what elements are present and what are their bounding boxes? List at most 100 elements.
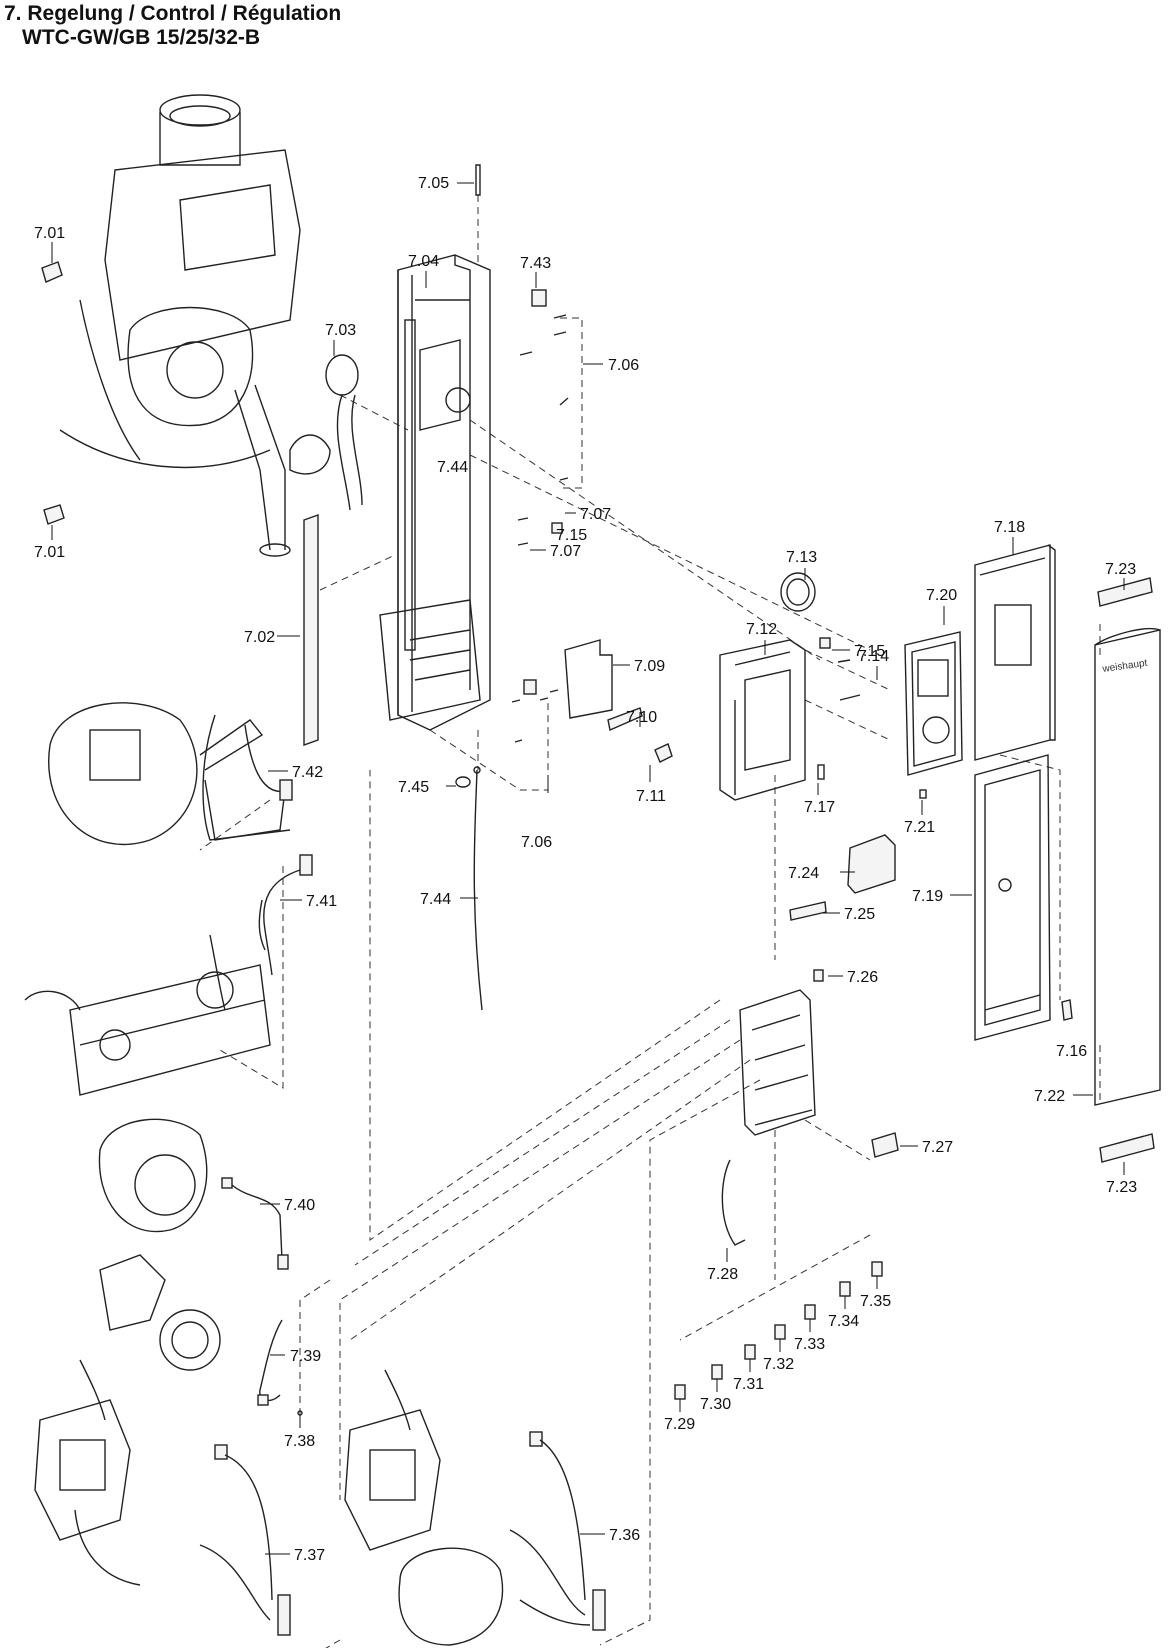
cable-drawing-7-28 (721, 1159, 746, 1246)
pump-drawing (99, 1254, 221, 1371)
plug-drawing-7-25 (789, 901, 827, 921)
label-7-36: 7.36 (609, 1527, 640, 1544)
relay-drawing-7-24 (847, 834, 896, 894)
label-7-41: 7.41 (306, 893, 337, 910)
label-7-17: 7.17 (804, 799, 835, 816)
fan-drawing (98, 1118, 208, 1233)
label-7-01a: 7.01 (34, 225, 65, 242)
label-7-09: 7.09 (634, 658, 665, 675)
assembly-dashed-lines (199, 195, 1101, 1648)
brand-logo: weishaupt (1101, 658, 1148, 675)
end-cap-drawing-7-23a (1097, 577, 1153, 607)
connector-drawing-7-15 (551, 522, 563, 534)
label-7-34: 7.34 (828, 1313, 859, 1330)
label-7-35: 7.35 (860, 1293, 891, 1310)
burner-assembly-drawing (59, 94, 331, 557)
screws-drawing-7-06 (511, 314, 569, 743)
side-panel-drawing-7-22: weishaupt (1094, 628, 1161, 1106)
display-drawing-7-20 (904, 631, 963, 776)
label-7-15a: 7.15 (556, 527, 587, 544)
cable-drawing-7-39 (257, 1319, 283, 1406)
connector-drawing-7-11 (654, 743, 673, 763)
label-7-30: 7.30 (700, 1396, 731, 1413)
label-7-03: 7.03 (325, 322, 356, 339)
label-7-20: 7.20 (926, 587, 957, 604)
lower-cover-drawing-7-19 (974, 754, 1051, 1041)
label-7-21: 7.21 (904, 819, 935, 836)
leader-lines (51, 182, 1125, 1555)
label-7-38: 7.38 (284, 1433, 315, 1450)
clip-drawing-7-01a (41, 261, 63, 283)
rod-drawing-7-05 (475, 164, 481, 196)
label-7-07b: 7.07 (550, 543, 581, 560)
label-7-23a: 7.23 (1105, 561, 1136, 578)
label-7-07a: 7.07 (580, 506, 611, 523)
label-7-12: 7.12 (746, 621, 777, 638)
bracket-drawing-7-43b (523, 679, 537, 695)
label-7-37: 7.37 (294, 1547, 325, 1564)
cable-drawing-7-40 (221, 1177, 289, 1270)
cover-strip-drawing-7-02 (303, 514, 319, 746)
label-7-02: 7.02 (244, 629, 275, 646)
label-7-18: 7.18 (994, 519, 1025, 536)
harness-drawing-7-37 (199, 1444, 291, 1636)
label-7-05: 7.05 (418, 175, 449, 192)
bracket-drawing-7-43 (531, 289, 547, 307)
label-7-40: 7.40 (284, 1197, 315, 1214)
grommet-drawing-7-13 (780, 572, 816, 612)
valve-assembly-drawing-bottom-right (344, 1369, 504, 1646)
screw-drawing-7-14 (837, 659, 861, 701)
label-7-33: 7.33 (794, 1336, 825, 1353)
label-7-27: 7.27 (922, 1139, 953, 1156)
label-7-15b: 7.15 (854, 643, 885, 660)
label-7-31: 7.31 (733, 1376, 764, 1393)
label-7-16: 7.16 (1056, 1043, 1087, 1060)
plate-drawing-7-09 (564, 639, 613, 719)
label-7-14: 7.14 (858, 648, 889, 665)
label-7-04: 7.04 (408, 253, 439, 270)
part-drawing-7-26 (813, 969, 824, 982)
connector-drawing-7-27 (871, 1132, 899, 1158)
label-7-06b: 7.06 (521, 834, 552, 851)
label-7-01b: 7.01 (34, 544, 65, 561)
ring-drawing-7-45 (455, 776, 471, 788)
label-7-11: 7.11 (636, 788, 666, 805)
gas-valve-assembly-drawing-top (48, 702, 286, 846)
label-7-42: 7.42 (292, 764, 323, 781)
label-7-13: 7.13 (786, 549, 817, 566)
valve-assembly-drawing-bottom-left (34, 1359, 141, 1586)
fuse-drawing-7-17 (817, 764, 825, 780)
page-title: 7. Regelung / Control / Régulation (4, 2, 342, 25)
label-7-22: 7.22 (1034, 1088, 1065, 1105)
label-7-23b: 7.23 (1106, 1179, 1137, 1196)
label-7-06a: 7.06 (608, 357, 639, 374)
sensor-drawing-7-03 (325, 354, 363, 511)
label-7-24: 7.24 (788, 865, 819, 882)
housing-drawing-7-12 (719, 639, 806, 801)
screw-drawing-7-16 (1061, 999, 1073, 1021)
label-7-19: 7.19 (912, 888, 943, 905)
label-7-43: 7.43 (520, 255, 551, 272)
label-7-25: 7.25 (844, 906, 875, 923)
label-7-26: 7.26 (847, 969, 878, 986)
front-cover-drawing-7-18 (974, 544, 1056, 761)
end-cap-drawing-7-23b (1099, 1133, 1155, 1163)
connector-drawing-7-15b (819, 637, 831, 649)
clips-drawing-7-29-7-35 (674, 1261, 883, 1400)
circuit-board-drawing (739, 989, 816, 1136)
model-subtitle: WTC-GW/GB 15/25/32-B (22, 26, 261, 49)
harness-drawing-7-41 (258, 854, 313, 976)
label-7-45: 7.45 (398, 779, 429, 796)
label-7-44a: 7.44 (437, 459, 468, 476)
label-7-28: 7.28 (707, 1266, 738, 1283)
page-header: 7. Regelung / Control / Régulation WTC-G… (4, 2, 341, 50)
harness-drawing-7-36 (509, 1431, 606, 1631)
terminal-drawing-7-10 (607, 707, 643, 731)
label-7-10: 7.10 (626, 709, 657, 726)
part-drawing-7-21 (919, 789, 927, 799)
cable-drawing-7-44 (473, 766, 483, 1011)
label-7-39: 7.39 (290, 1348, 321, 1365)
clip-drawing-7-01b (43, 504, 65, 525)
harness-drawing-7-42 (202, 714, 293, 841)
